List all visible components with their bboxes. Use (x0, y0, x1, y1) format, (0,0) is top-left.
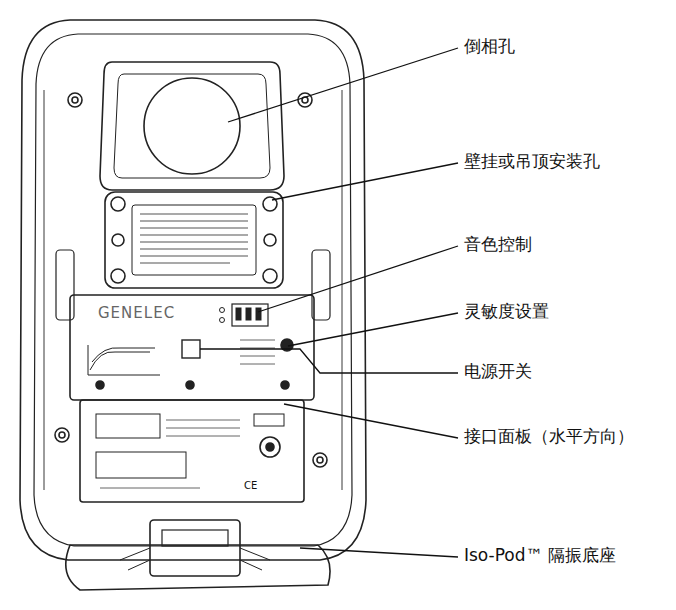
iso-pod-base (66, 545, 330, 590)
iso-pod-clip (150, 520, 240, 576)
tone-switches (232, 304, 268, 326)
cert-mark: CE (244, 480, 257, 491)
connector-panel (80, 400, 304, 502)
cabinet-side (44, 90, 342, 490)
response-graph (88, 345, 160, 375)
cabinet-inner (34, 34, 352, 546)
port-opening (144, 78, 240, 174)
callout-label: 音色控制 (464, 235, 532, 254)
mount-holes (111, 197, 277, 283)
leader-lines (200, 48, 458, 557)
port-frame-inner (114, 74, 270, 178)
port-frame (100, 62, 284, 190)
mount-text (140, 214, 248, 263)
callout-label: 电源开关 (464, 362, 532, 381)
callout-label: Iso-Pod™ 隔振底座 (464, 546, 616, 565)
mounting-plate (105, 192, 283, 288)
power-switch (182, 340, 200, 358)
callout-label: 灵敏度设置 (464, 302, 549, 321)
amp-panel (70, 295, 314, 400)
xlr-input (260, 437, 280, 457)
callout-label: 壁挂或吊顶安装孔 (464, 152, 600, 171)
screws (55, 93, 327, 467)
callout-label: 倒相孔 (464, 37, 515, 56)
cabinet-outline (20, 20, 366, 560)
brand-logo: GENELEC (98, 305, 175, 322)
callout-label: 接口面板（水平方向） (464, 427, 634, 446)
